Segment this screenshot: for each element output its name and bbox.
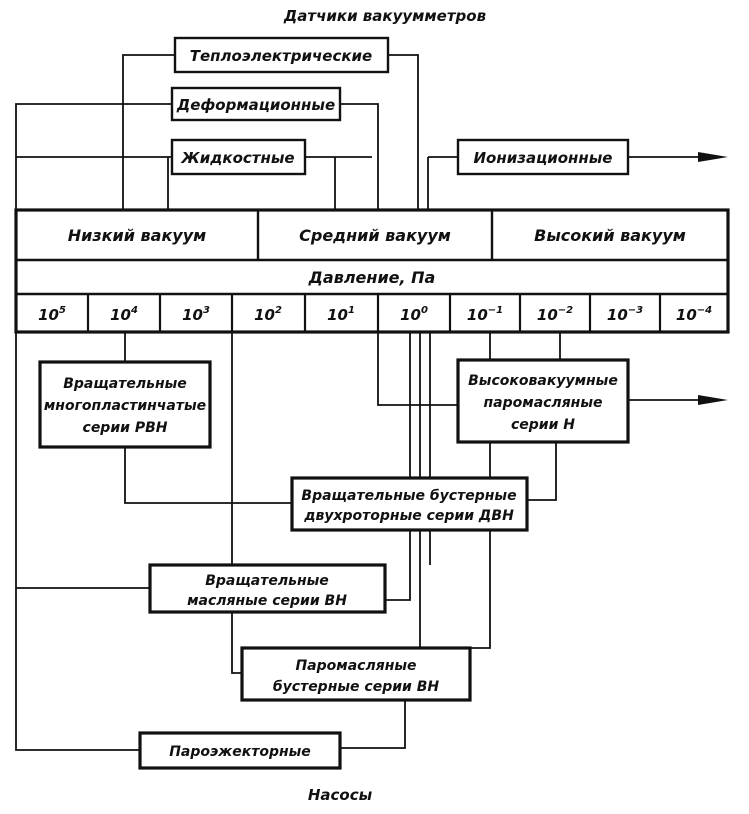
scale-tick-9: 10−4 [676,305,712,324]
sensor-deform: Деформационные [170,86,342,122]
ion-arrow-head [698,152,728,162]
pump-rvn-line-3: серии РВН [83,420,168,436]
pump-highvac-line-1: Высоковакуумные [468,373,618,389]
pump-highvac-line-3: серии Н [511,417,575,433]
scale-tick-8: 10−3 [607,305,643,324]
pump-ejector: Пароэжекторные [138,731,342,770]
scale-tick-1: 104 [110,305,138,324]
pump-booster-line-1: Паромасляные [295,658,416,674]
sensor-liquid-label: Жидкостные [180,149,294,167]
range-high: Высокий вакуум [534,226,686,245]
scale-tick-6: 10−1 [467,305,503,324]
pump-rvn-line-2: многопластинчатые [44,398,206,414]
diagram-footer: Насосы [308,786,373,804]
pump-dvn: Вращательные бустерные двухроторные сери… [290,476,529,532]
pump-vn-line-2: масляные серии ВН [187,593,347,609]
scale-tick-0: 105 [38,305,66,324]
range-table: Низкий вакуум Средний вакуум Высокий вак… [14,208,730,334]
sensor-thermo-label: Теплоэлектрические [190,47,372,65]
range-low: Низкий вакуум [68,226,206,245]
pump-highvac-line-2: паромасляные [483,395,602,411]
scale-tick-3: 102 [254,305,282,324]
pump-ejector-label: Пароэжекторные [169,744,311,760]
pressure-label: Давление, Па [308,268,436,287]
scale-tick-2: 103 [182,305,210,324]
diagram-title: Датчики вакуумметров [283,7,486,25]
highvac-arrow-head [698,395,728,405]
pump-highvac: Высоковакуумные паромасляные серии Н [456,358,630,444]
pump-booster-line-2: бустерные серии ВН [273,679,440,695]
pump-booster: Паромасляные бустерные серии ВН [240,646,472,702]
pump-rvn-line-1: Вращательные [63,376,187,392]
scale-tick-7: 10−2 [537,305,573,324]
pressure-scale: 105 104 103 102 101 100 10−1 10−2 10−3 1… [38,305,712,324]
scale-tick-4: 101 [327,305,355,324]
pump-rvn: Вращательные многопластинчатые серии РВН [38,360,212,449]
sensor-deform-label: Деформационные [176,96,335,114]
sensor-thermo: Теплоэлектрические [173,36,390,74]
sensor-liquid: Жидкостные [170,138,307,176]
pump-dvn-line-1: Вращательные бустерные [301,488,516,504]
pump-vn-line-1: Вращательные [205,573,329,589]
connector-lines [15,54,561,751]
scale-tick-5: 100 [400,305,428,324]
pump-vn: Вращательные масляные серии ВН [148,563,387,614]
sensor-ion-label: Ионизационные [474,149,613,167]
range-medium: Средний вакуум [299,226,451,245]
pump-dvn-line-2: двухроторные серии ДВН [303,508,514,524]
sensor-ion: Ионизационные [456,138,630,176]
